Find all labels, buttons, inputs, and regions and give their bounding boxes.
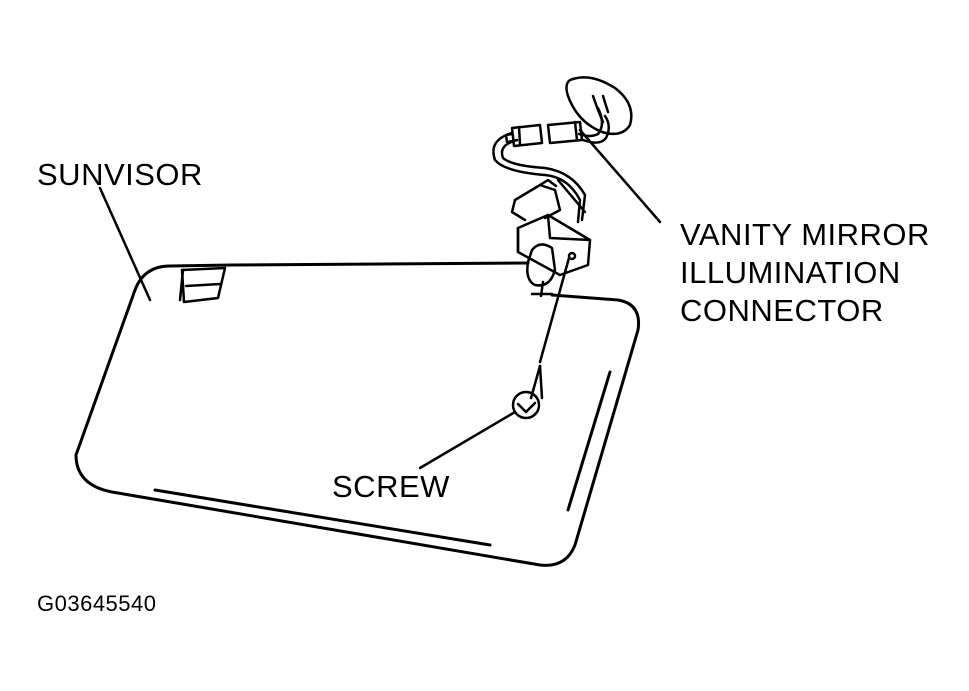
screw-axis-line xyxy=(538,256,571,364)
vanity-mirror-connector-label: VANITY MIRROR ILLUMINATION CONNECTOR xyxy=(680,216,930,330)
screw-label: SCREW xyxy=(332,469,450,504)
visor-clip xyxy=(178,266,227,304)
sunvisor-leader xyxy=(98,186,152,302)
connector-plugs xyxy=(504,120,584,148)
sunvisor-label: SUNVISOR xyxy=(37,157,203,192)
connector-label-line-2: ILLUMINATION xyxy=(680,255,901,290)
connector-label-line-1: VANITY MIRROR xyxy=(680,217,930,252)
connector-label-line-3: CONNECTOR xyxy=(680,293,884,328)
figure-id: G03645540 xyxy=(37,591,157,616)
connector-leader xyxy=(578,128,662,224)
sunvisor-bottom-edge xyxy=(153,488,492,547)
screw xyxy=(511,364,544,420)
sunvisor-right-edge xyxy=(566,370,612,512)
screw-leader xyxy=(418,410,517,470)
headliner-mount xyxy=(565,76,633,136)
sunvisor-outline xyxy=(74,261,641,567)
